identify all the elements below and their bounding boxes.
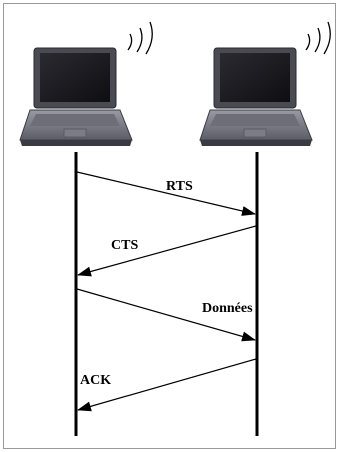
donnees-label: Données bbox=[202, 301, 253, 316]
ack-arrow bbox=[77, 358, 257, 412]
wifi-signal-icon bbox=[127, 21, 153, 55]
diagram-border bbox=[3, 3, 336, 449]
rts-label: RTS bbox=[166, 179, 193, 194]
cts-label: CTS bbox=[111, 238, 138, 253]
laptop-icon bbox=[199, 47, 313, 146]
cts-arrow bbox=[77, 225, 257, 277]
ack-label: ACK bbox=[80, 373, 111, 388]
donnees-arrow bbox=[76, 288, 256, 342]
wifi-signal-icon bbox=[305, 21, 331, 55]
sender-node bbox=[19, 21, 153, 146]
receiver-node bbox=[199, 21, 331, 146]
rts-arrow bbox=[76, 171, 256, 216]
laptop-icon bbox=[19, 47, 133, 146]
